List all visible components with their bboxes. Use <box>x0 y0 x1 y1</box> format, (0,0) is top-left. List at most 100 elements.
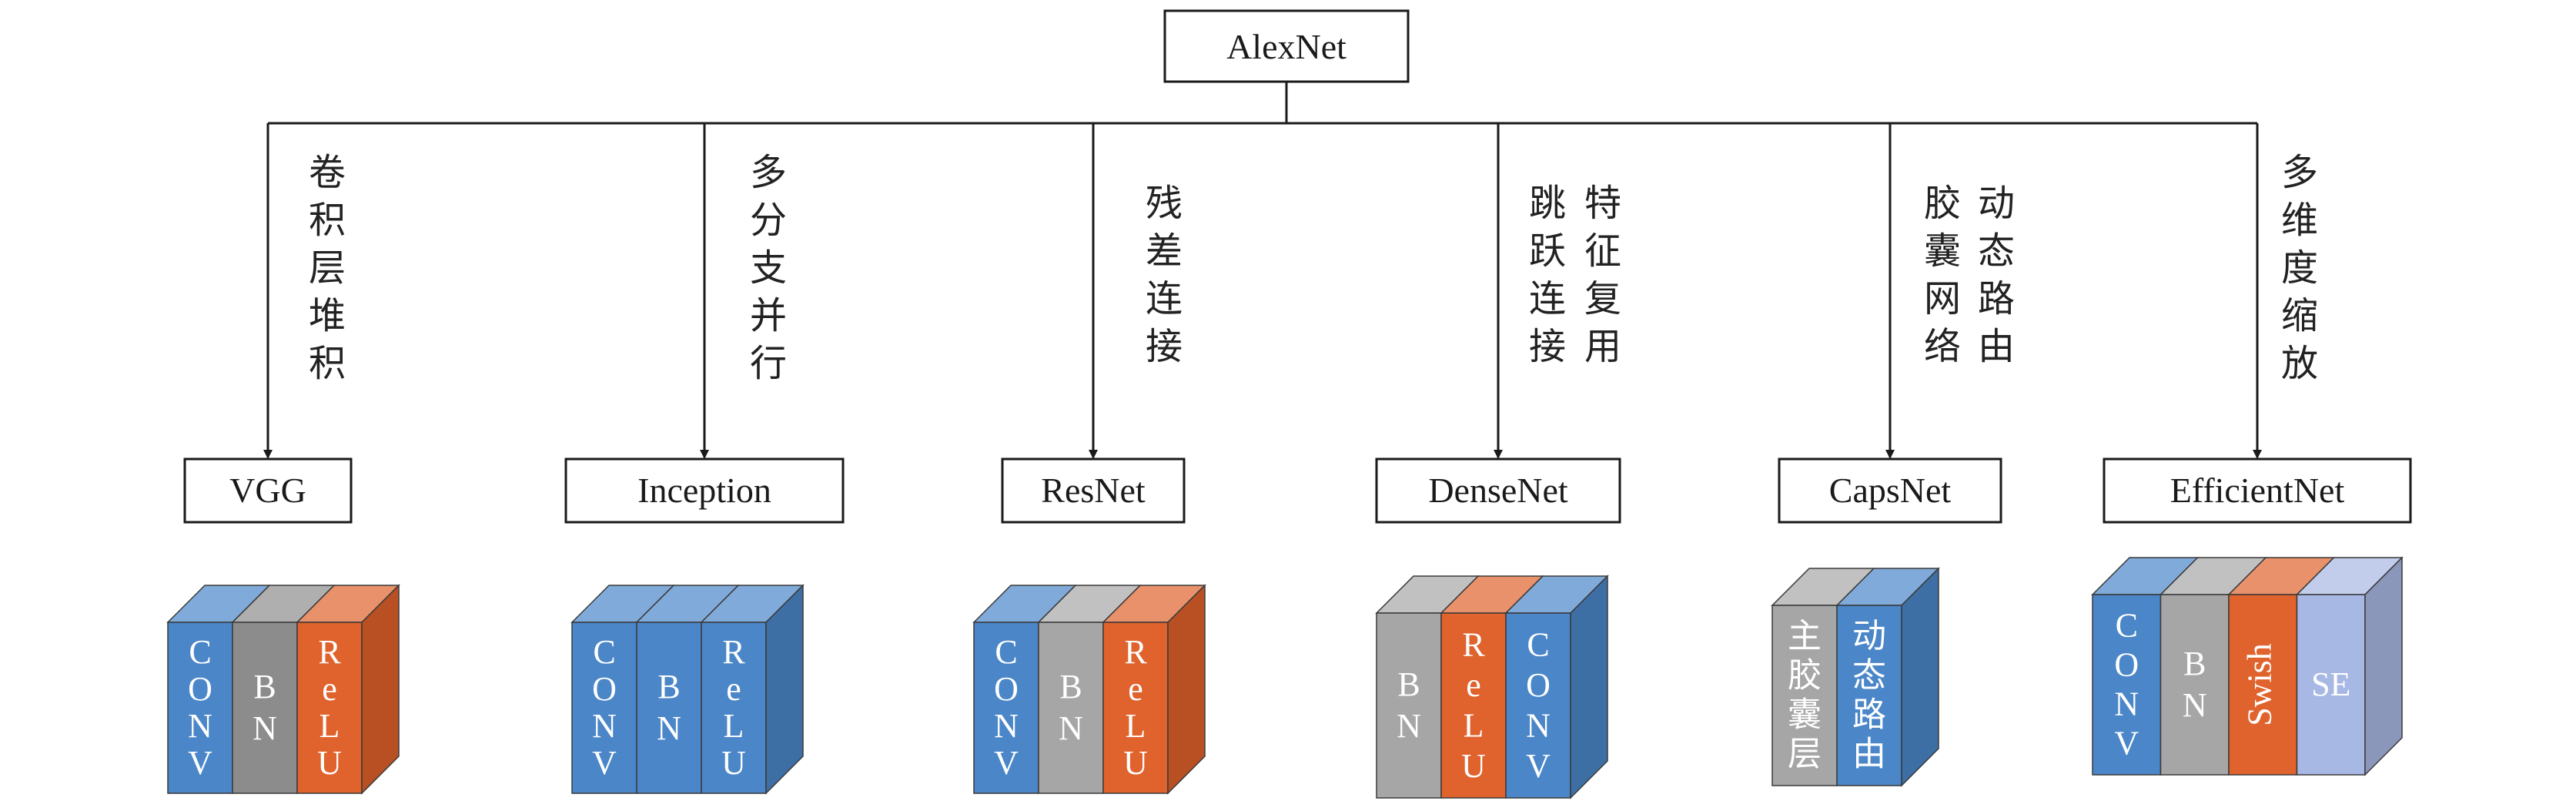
layer-front-face <box>636 622 702 794</box>
description-char: 维 <box>2281 199 2318 242</box>
description-char: 积 <box>309 342 346 385</box>
description-char: 跳 <box>1529 182 1566 225</box>
description-char: 并 <box>750 294 787 337</box>
branch-name-box <box>564 457 845 524</box>
description-char: 囊 <box>1924 230 1961 273</box>
layer-side-face <box>765 584 804 795</box>
layer-side-face <box>1167 584 1206 795</box>
branch-name-box <box>183 457 353 524</box>
description-char: 络 <box>1924 325 1961 368</box>
layer-front-face <box>1771 605 1838 786</box>
description-char: 接 <box>1529 325 1566 368</box>
description-char: 接 <box>1146 325 1183 368</box>
description-char: 卷 <box>309 151 346 194</box>
layer-front-face <box>1038 622 1104 794</box>
description-char: 由 <box>1978 325 2015 368</box>
branch-name: CapsNet <box>1829 471 1952 510</box>
layer-side-face <box>1570 575 1608 799</box>
branch-name: EfficientNet <box>2170 471 2345 510</box>
layer-front-face <box>1376 612 1442 799</box>
branch-name-box <box>1001 457 1186 524</box>
description-char: 层 <box>309 246 346 290</box>
description-char: 连 <box>1146 277 1183 320</box>
connector-lines <box>268 82 2257 125</box>
description-char: 分 <box>750 199 787 242</box>
description-char: 支 <box>750 246 787 290</box>
description-char: 行 <box>750 342 787 385</box>
description-char: 放 <box>2281 342 2318 385</box>
branch-name: VGG <box>229 471 306 510</box>
branch-name: Inception <box>637 471 771 510</box>
description-char: 征 <box>1584 230 1621 273</box>
layer-front-face <box>2228 594 2298 776</box>
branch-name-box <box>1375 457 1621 524</box>
layer-front-face <box>296 622 363 794</box>
description-char: 残 <box>1146 182 1183 225</box>
description-char: 态 <box>1978 230 2015 273</box>
description-char: 网 <box>1924 277 1961 320</box>
description-char: 度 <box>2281 246 2318 290</box>
description-char: 连 <box>1529 277 1566 320</box>
branch-description: 动态路由 <box>1978 182 2015 368</box>
description-char: 差 <box>1146 230 1183 273</box>
description-char: 堆 <box>309 294 346 337</box>
layer-side-face <box>361 584 400 795</box>
root-label: AlexNet <box>1226 27 1347 66</box>
branch-name: DenseNet <box>1428 471 1568 510</box>
layer-block: Swish <box>2227 557 2336 776</box>
layer-front-face <box>2159 594 2230 776</box>
layer-front-face <box>1836 605 1902 786</box>
layer-block: SE <box>2295 556 2404 776</box>
layer-label: Swish <box>2240 643 2278 726</box>
layer-side-face <box>1901 567 1939 787</box>
layer-block: 主胶囊层 <box>1771 568 1875 786</box>
description-char: 特 <box>1584 182 1621 225</box>
branch-name-box <box>2103 457 2412 524</box>
description-char: 路 <box>1978 277 2015 320</box>
description-char: 多 <box>750 151 787 194</box>
branch-name-box <box>1778 457 2002 524</box>
layer-side-face <box>2364 556 2403 776</box>
root-box <box>1163 9 1410 83</box>
branch-name: ResNet <box>1041 471 1146 510</box>
description-char: 动 <box>1978 182 2015 225</box>
layer-front-face <box>701 622 767 794</box>
layer-front-face <box>232 622 298 794</box>
